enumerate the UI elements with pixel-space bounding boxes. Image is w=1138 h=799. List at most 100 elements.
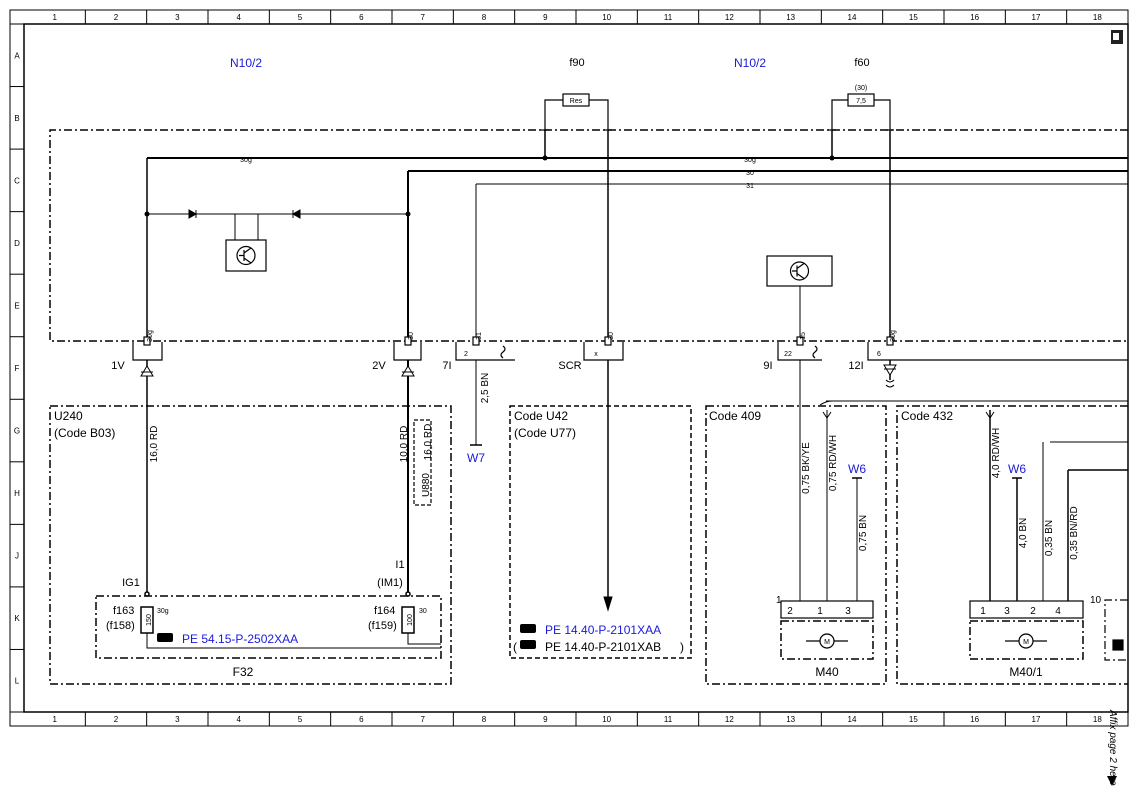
code-432-boundary — [896, 405, 1128, 685]
column-number-bottom: 13 — [786, 715, 795, 724]
column-number-top: 3 — [175, 13, 180, 22]
f32-boundary — [95, 595, 442, 659]
module-label-n10-2-left: N10/2 — [230, 56, 262, 70]
column-number-bottom: 15 — [909, 715, 918, 724]
f158-label: (f158) — [106, 620, 135, 632]
column-number-top: 5 — [298, 13, 303, 22]
m40-pin-1: 1 — [817, 606, 823, 617]
column-number-top: 2 — [114, 13, 119, 22]
pin-label-2v: 2V — [372, 360, 386, 372]
column-number-top: 6 — [359, 13, 364, 22]
f164-term: 30 — [419, 608, 427, 615]
wire-label-m41b: 4,0 BN — [1018, 518, 1029, 549]
m40-1-label: M40/1 — [1009, 665, 1043, 679]
column-number-top: 14 — [848, 13, 857, 22]
module-boundary — [49, 129, 1128, 342]
junction-dots — [144, 155, 835, 217]
wire-label-m40b: 0,75 RD/WH — [828, 435, 839, 491]
column-number-top: 9 — [543, 13, 548, 22]
u42-ref2-open: ( — [513, 640, 517, 654]
column-number-top: 18 — [1093, 13, 1102, 22]
column-number-top: 17 — [1032, 13, 1041, 22]
m40-1-connector — [969, 600, 1084, 619]
row-letter: D — [14, 239, 20, 248]
pin-num-scr: x — [594, 351, 598, 358]
f163-rating: 150 — [146, 614, 153, 626]
row-letter: B — [14, 114, 19, 123]
u240-title: U240 — [54, 409, 83, 423]
row-letter: A — [14, 51, 20, 60]
column-number-bottom: 14 — [848, 715, 857, 724]
fuse-f60-rating: 7,5 — [856, 98, 866, 105]
side-note-arrow-icon — [1107, 776, 1117, 786]
row-letter: L — [15, 677, 20, 686]
m40-pin-0: 2 — [787, 606, 793, 617]
column-number-top: 4 — [236, 13, 241, 22]
wire-label-m41c: 0,35 BN — [1044, 520, 1055, 556]
pin-label-scr: SCR — [558, 360, 581, 372]
u240-code: (Code B03) — [54, 426, 115, 440]
column-number-bottom: 5 — [298, 715, 303, 724]
fuse-label-f90: f90 — [569, 57, 584, 69]
wire-label-10rd: 10,0 RD — [399, 426, 410, 463]
fuse-f60 — [831, 93, 891, 130]
column-number-top: 12 — [725, 13, 734, 22]
side-note: Affix page 2 here — [1107, 709, 1118, 786]
pin-label-7i: 7I — [442, 360, 451, 372]
pin-label-1v: 1V — [111, 360, 125, 372]
external-wires — [146, 360, 1128, 608]
column-number-bottom: 6 — [359, 715, 364, 724]
column-number-bottom: 8 — [482, 715, 487, 724]
wire-label-m41a: 4,0 RD/WH — [991, 428, 1002, 479]
u42-ref2-link[interactable]: PE 14.40-P-2101XAB — [545, 640, 661, 654]
bus-label-30g-left: 30g — [240, 157, 252, 164]
column-number-bottom: 10 — [602, 715, 611, 724]
bus-lines — [146, 130, 1128, 341]
m41-pin-1: 3 — [1004, 606, 1010, 617]
column-number-bottom: 18 — [1093, 715, 1102, 724]
motor-icon — [806, 633, 848, 649]
row-letter: C — [14, 176, 20, 185]
wire-label-2-5bn: 2,5 BN — [480, 373, 491, 404]
bus-label-31: 31 — [746, 183, 754, 190]
m40-1-wires — [985, 410, 1022, 608]
row-letter: F — [15, 364, 20, 373]
direction-markers — [140, 364, 897, 612]
fuse-f60-rating-paren: (30) — [855, 85, 867, 92]
conn-10-label: 10 — [1090, 595, 1102, 606]
pin-label-12i: 12I — [848, 360, 863, 372]
fuse-res-label: Res — [570, 98, 583, 105]
pin-num-12: 6 — [877, 351, 881, 358]
m40-conn-num: 1 — [776, 595, 782, 606]
f164-label: f164 — [374, 605, 395, 617]
page-corner-icon — [1111, 30, 1123, 44]
m40-motor-letter: M — [824, 639, 830, 646]
transistor-icon — [225, 239, 833, 287]
pin-term-12: 30g — [890, 330, 897, 342]
column-number-bottom: 9 — [543, 715, 548, 724]
conn-10-box — [1104, 599, 1128, 661]
wire-label-m40c: 0,75 BN — [858, 515, 869, 551]
ground-w6-a: W6 — [848, 462, 866, 476]
ground-w6-b: W6 — [1008, 462, 1026, 476]
u880-label: U880 — [421, 473, 432, 497]
column-number-top: 15 — [909, 13, 918, 22]
m41-pin-2: 2 — [1030, 606, 1036, 617]
column-number-top: 7 — [420, 13, 425, 22]
u42-boundary — [509, 405, 692, 659]
wire-label-16rd-option: 16,0 RD — [423, 424, 434, 461]
m40-motor-box — [780, 620, 874, 660]
m40-wires — [822, 410, 862, 608]
pin-term-2: 30 — [408, 332, 415, 340]
column-number-top: 1 — [52, 13, 57, 22]
u42-ref1-link[interactable]: PE 14.40-P-2101XAA — [545, 623, 661, 637]
column-number-top: 8 — [482, 13, 487, 22]
u240-ref-link[interactable]: PE 54.15-P-2502XAA — [182, 632, 298, 646]
row-letter: G — [14, 427, 20, 436]
u240-im1: (IM1) — [377, 577, 403, 589]
pin-term-9: 15 — [800, 332, 807, 340]
ground-w7: W7 — [467, 451, 485, 465]
f164-rating: 100 — [407, 614, 414, 626]
m40-label: M40 — [815, 665, 839, 679]
